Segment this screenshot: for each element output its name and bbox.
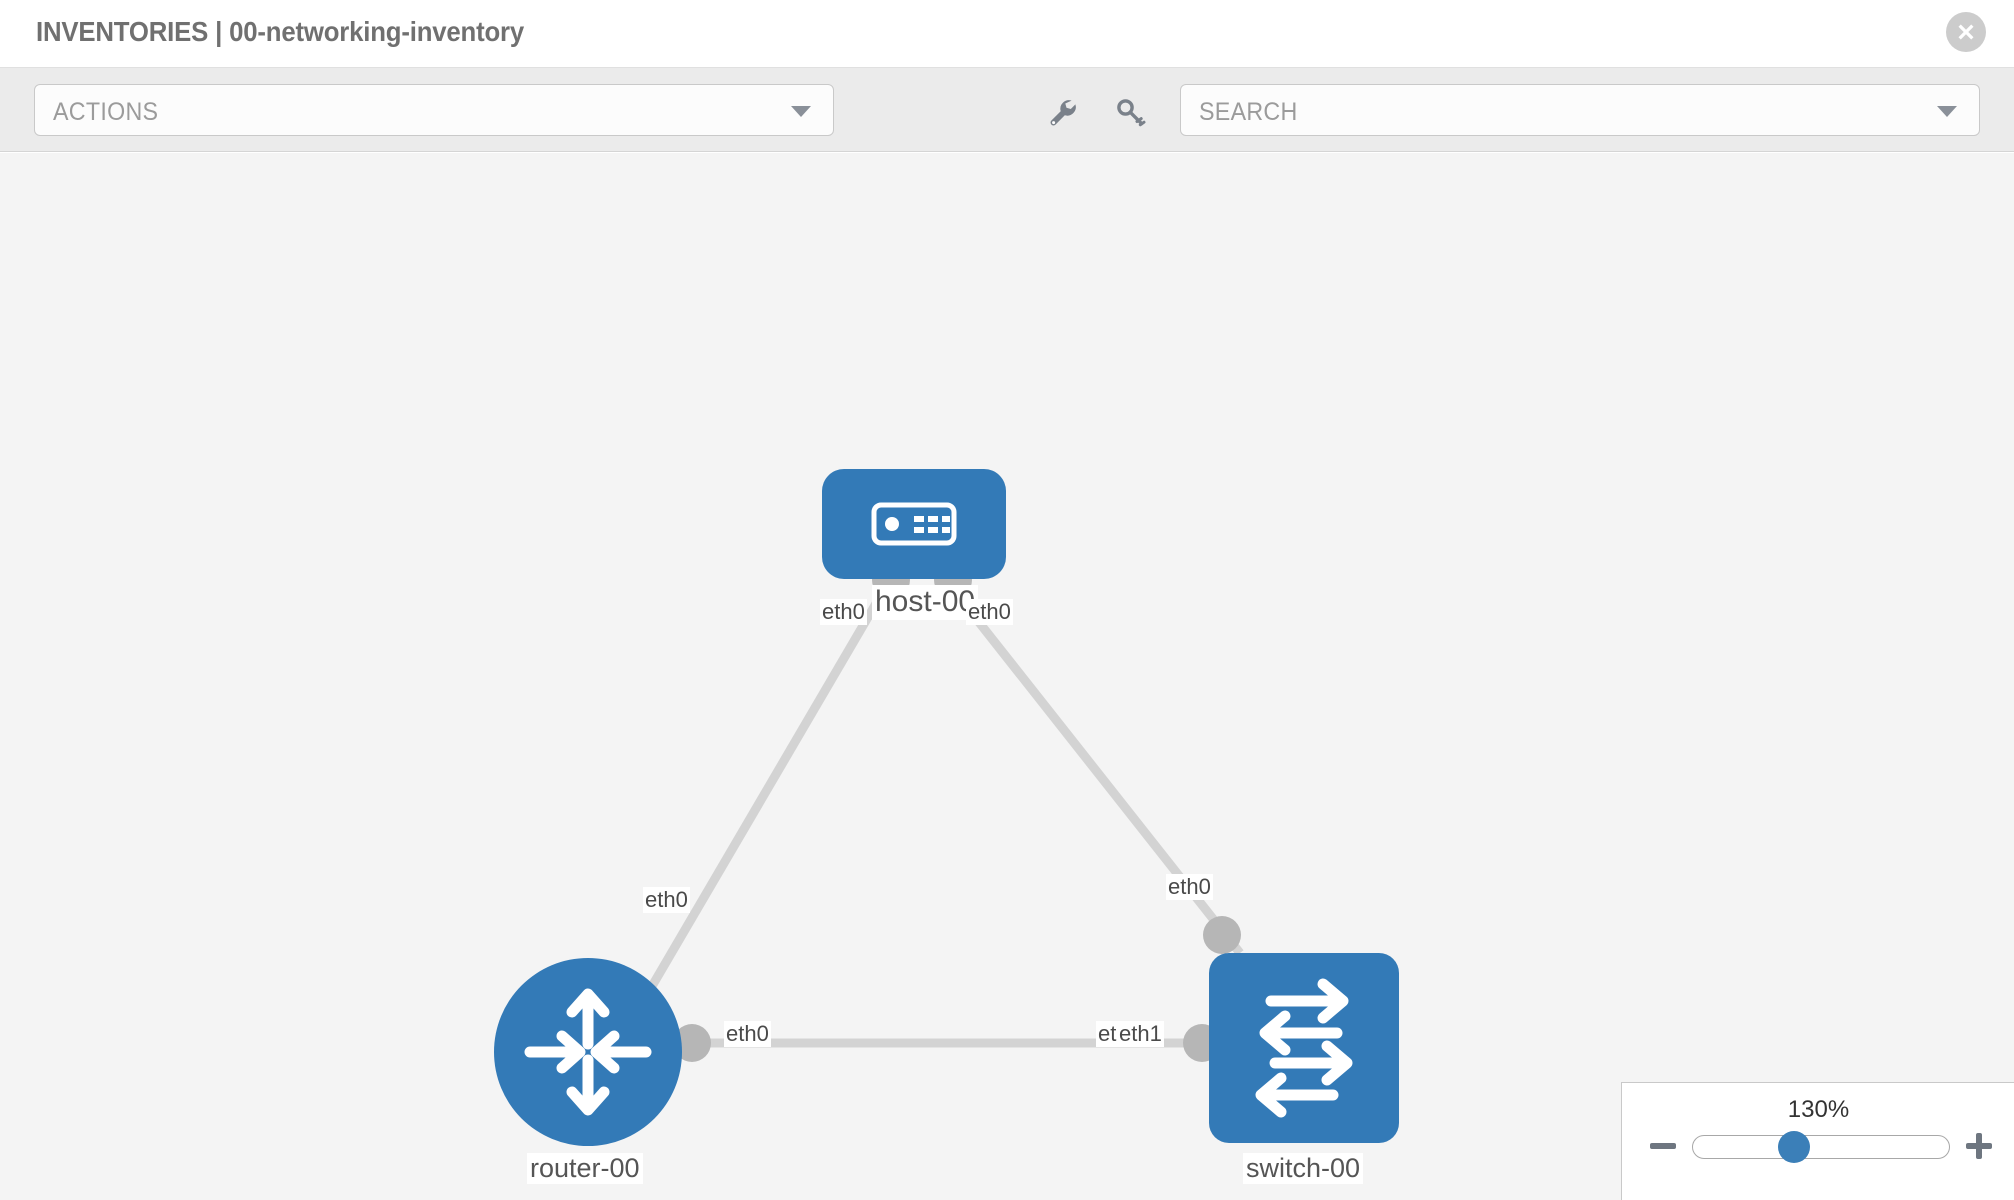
zoom-slider-track[interactable] (1692, 1135, 1950, 1159)
key-icon[interactable] (1110, 92, 1150, 132)
connector-stub (1203, 916, 1241, 954)
search-input[interactable]: SEARCH (1180, 84, 1980, 136)
router-arrows-icon (524, 988, 652, 1116)
search-placeholder-label: SEARCH (1199, 98, 1298, 126)
interface-label-router-upper: eth0 (643, 887, 690, 914)
node-router-00[interactable] (494, 958, 682, 1146)
host-node-shape (822, 469, 1006, 579)
interface-label-switch-left: eth1 (1117, 1021, 1164, 1048)
minus-icon[interactable] (1646, 1129, 1680, 1163)
topology-edges (644, 580, 1244, 1048)
chevron-down-icon (791, 106, 811, 117)
switch-node-shape (1209, 953, 1399, 1143)
page-title: INVENTORIES | 00-networking-inventory (36, 16, 525, 47)
topology-canvas[interactable]: host-00 (0, 153, 2014, 1200)
interface-label-router-right: eth0 (724, 1021, 771, 1048)
interface-label-switch-upper: eth0 (1166, 874, 1213, 901)
plus-icon[interactable] (1962, 1129, 1996, 1163)
server-icon (871, 502, 957, 546)
node-label-host-00: host-00 (872, 585, 979, 620)
router-node-shape (494, 958, 682, 1146)
node-label-switch-00: switch-00 (1243, 1153, 1364, 1185)
page-header: INVENTORIES | 00-networking-inventory (0, 0, 2014, 68)
switch-arrows-icon (1255, 978, 1353, 1118)
node-label-router-00: router-00 (527, 1153, 643, 1185)
wrench-icon[interactable] (1042, 92, 1082, 132)
zoom-control-panel: 130% (1621, 1082, 2014, 1200)
node-host-00[interactable] (822, 469, 1006, 579)
actions-dropdown[interactable]: ACTIONS (34, 84, 834, 136)
close-icon[interactable] (1946, 12, 1986, 52)
chevron-down-icon (1937, 106, 1957, 117)
node-switch-00[interactable] (1209, 953, 1399, 1143)
toolbar: ACTIONS SEARCH (0, 68, 2014, 152)
interface-label-host-left: eth0 (820, 599, 867, 626)
interface-label-host-right: eth0 (966, 599, 1013, 626)
actions-dropdown-label: ACTIONS (53, 98, 159, 126)
zoom-slider-thumb[interactable] (1778, 1131, 1810, 1163)
zoom-level-value: 130% (1787, 1096, 1850, 1123)
